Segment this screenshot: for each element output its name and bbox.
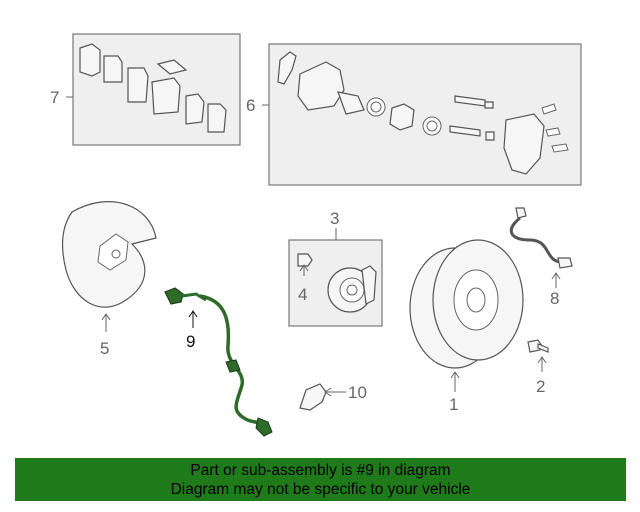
rotor-screw[interactable]: 2 — [527, 339, 549, 396]
brake-pad-set-group[interactable]: 7 — [50, 33, 241, 146]
callout-8: 8 — [550, 289, 559, 308]
caliper-body — [277, 51, 569, 175]
callout-9: 9 — [186, 332, 195, 351]
callout-2: 2 — [536, 377, 545, 396]
brake-pad-inner — [79, 43, 227, 133]
hub-bolt: 4 — [297, 253, 313, 304]
banner-line-1: Part or sub-assembly is #9 in diagram — [190, 461, 451, 479]
callout-10: 10 — [348, 383, 367, 402]
hub-bearing-unit — [327, 265, 377, 313]
callout-5: 5 — [100, 339, 109, 358]
brake-hose[interactable]: 8 — [509, 207, 573, 308]
callout-6: 6 — [246, 96, 255, 115]
caliper-assembly-group[interactable]: 6 — [246, 43, 582, 186]
abs-wheel-speed-sensor[interactable]: 9 — [164, 287, 273, 437]
callout-3: 3 — [330, 209, 339, 228]
callout-4: 4 — [298, 285, 307, 304]
backing-plate[interactable]: 5 — [62, 201, 157, 358]
callout-7: 7 — [50, 88, 59, 107]
hub-bearing-group[interactable]: 4 3 — [288, 209, 383, 327]
callout-1: 1 — [449, 395, 458, 414]
info-banner: Part or sub-assembly is #9 in diagram Di… — [15, 458, 626, 501]
sensor-bracket[interactable]: 10 — [299, 383, 367, 411]
banner-line-2: Diagram may not be specific to your vehi… — [170, 480, 471, 498]
brake-rotor[interactable]: 1 — [409, 239, 524, 414]
